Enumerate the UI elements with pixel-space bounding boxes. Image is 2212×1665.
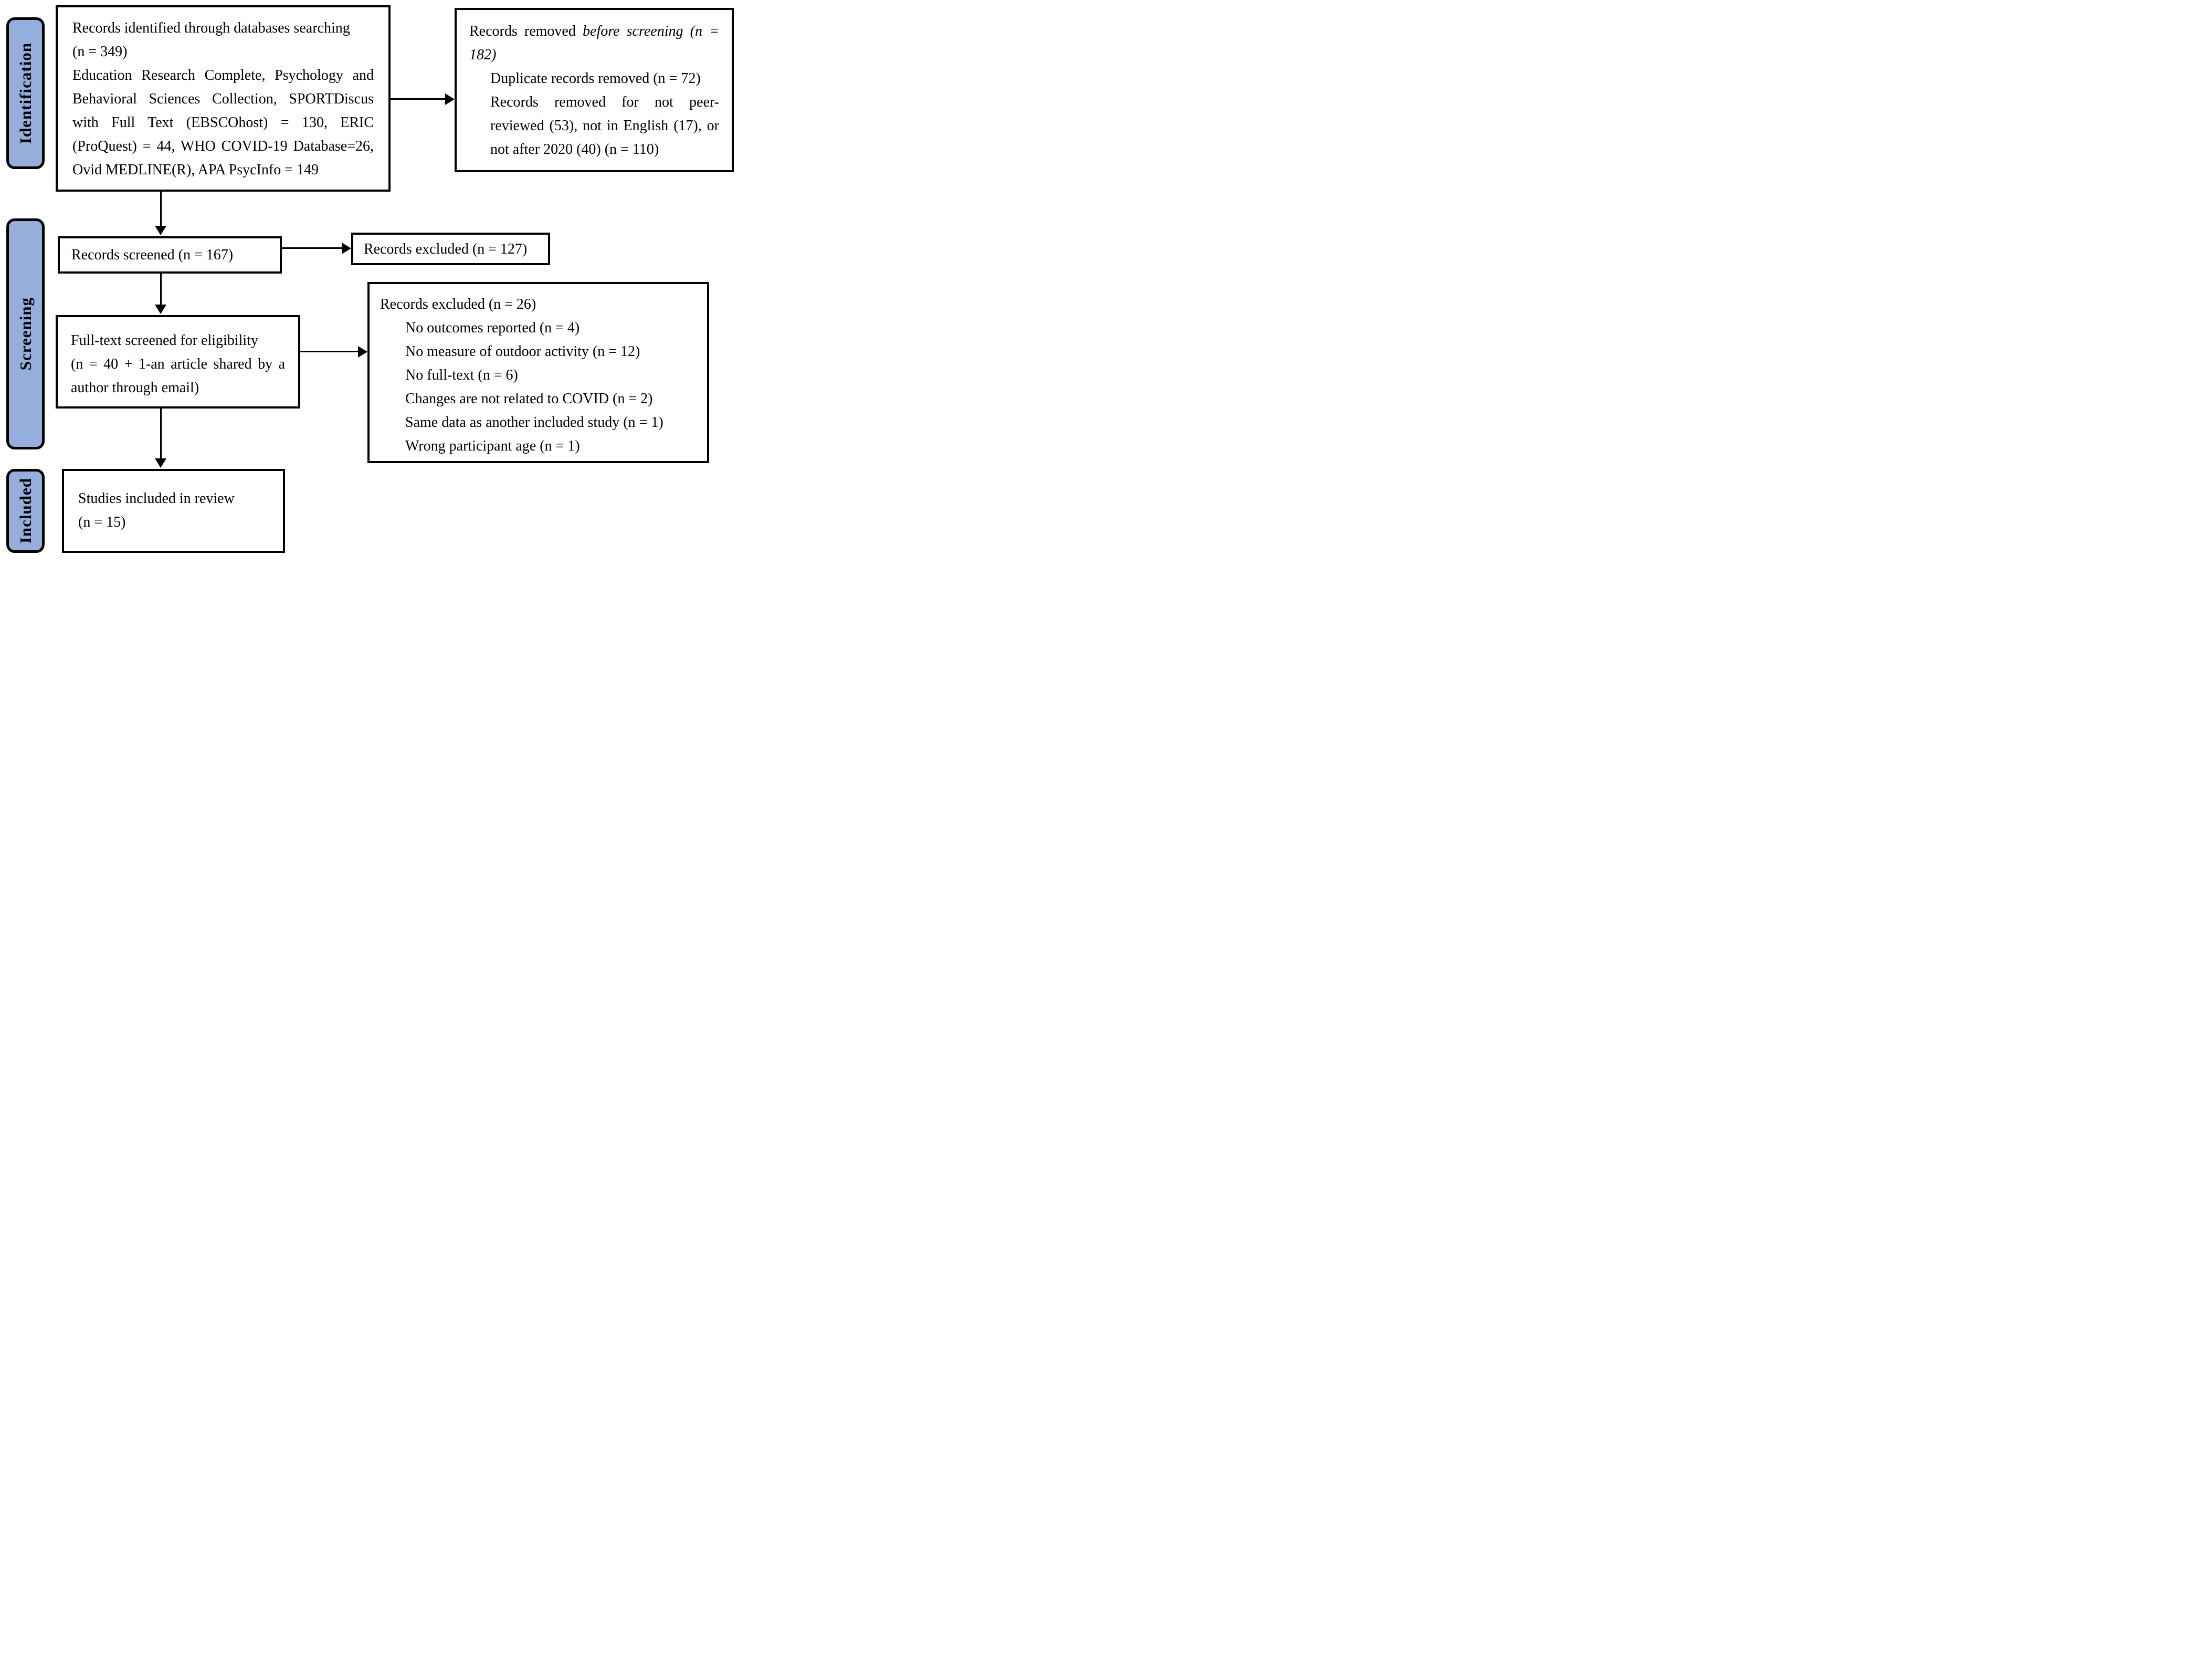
studies-included-line1: Studies included in review [78,490,235,507]
records-screened-text: Records screened (n = 167) [71,247,234,263]
records-removed-intro-italic: before screening (n = 182) [469,23,719,63]
excluded-no-outdoor-measure-item: No measure of outdoor activity (n = 12) [405,343,640,360]
records-identified-databases: Education Research Complete, Psychology … [72,67,374,178]
excluded-no-outcomes-item: No outcomes reported (n = 4) [405,320,580,336]
prisma-flow-diagram: Identification Screening Included Record… [0,0,738,555]
stage-label-screening-text: Screening [16,297,35,371]
box-records-identified: Records identified through databases sea… [56,5,391,192]
box-studies-included: Studies included in review (n = 15) [62,469,285,553]
excluded-not-covid-related-item: Changes are not related to COVID (n = 2) [405,391,653,407]
arrow-identified-to-removed-head [445,93,455,105]
arrow-fulltext-to-excluded-line [300,351,359,352]
arrow-screened-to-excluded-line [282,247,343,249]
records-identified-line1: Records identified through databases sea… [72,20,350,36]
arrow-screened-to-fulltext-line [160,274,162,306]
records-removed-intro-regular: Records removed [469,23,583,39]
box-records-screened: Records screened (n = 167) [58,236,282,274]
arrow-fulltext-to-included-head [155,458,166,468]
arrow-screened-to-fulltext-head [155,305,166,314]
removed-duplicates-item: Duplicate records removed (n = 72) [490,70,701,87]
fulltext-screened-detail: (n = 40 + 1-an article shared by a autho… [71,356,285,396]
excluded-no-fulltext-item: No full-text (n = 6) [405,367,518,383]
records-excluded-fulltext-title: Records excluded (n = 26) [380,296,536,312]
stage-label-included: Included [6,469,45,553]
arrow-fulltext-to-excluded-head [358,346,367,358]
box-records-excluded-fulltext: Records excluded (n = 26) No outcomes re… [367,282,709,463]
studies-included-count: (n = 15) [78,514,126,530]
arrow-screened-to-excluded-head [342,243,351,254]
records-excluded-screening-text: Records excluded (n = 127) [364,240,528,257]
stage-label-identification: Identification [6,17,45,169]
arrow-identified-to-screened-line [160,192,162,227]
arrow-identified-to-removed-line [391,98,446,100]
arrow-identified-to-screened-head [155,226,166,235]
fulltext-screened-line1: Full-text screened for eligibility [71,332,258,349]
records-removed-intro: Records removed before screening (n = 18… [469,19,719,67]
box-fulltext-screened: Full-text screened for eligibility (n = … [56,315,300,409]
excluded-wrong-age-item: Wrong participant age (n = 1) [405,438,580,454]
box-records-removed-before-screening: Records removed before screening (n = 18… [455,8,734,172]
removed-other-reasons-item: Records removed for not peer-reviewed (5… [490,94,719,158]
arrow-fulltext-to-included-line [160,409,162,459]
records-identified-count: (n = 349) [72,44,128,60]
stage-label-screening: Screening [6,218,45,449]
box-records-excluded-screening: Records excluded (n = 127) [351,233,550,265]
excluded-same-data-item: Same data as another included study (n =… [405,414,663,431]
stage-label-identification-text: Identification [16,42,35,144]
stage-label-included-text: Included [16,478,35,544]
